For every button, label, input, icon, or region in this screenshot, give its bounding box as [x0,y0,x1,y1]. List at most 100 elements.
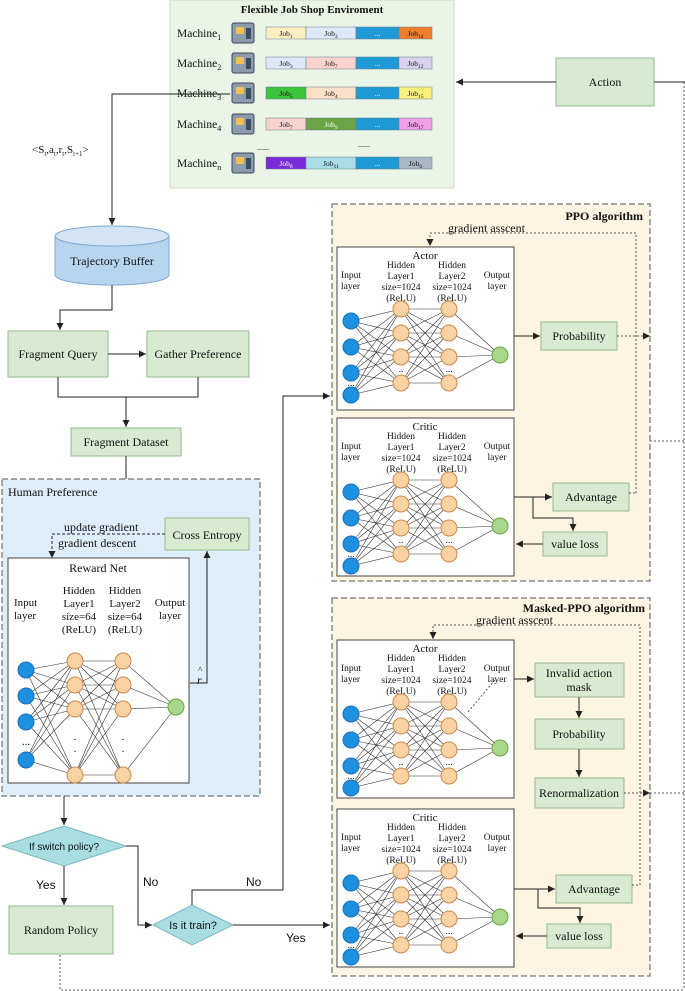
hidden1-label: (ReLU) [386,464,416,475]
ppo-probability-box [540,321,618,351]
masked-advantage-box [555,874,633,904]
hidden-node [66,652,84,670]
net-connection [25,660,76,697]
net-connection [350,701,402,767]
job-label: ... [375,29,381,38]
masked-critic-network: CriticInputlayerHiddenLayer1size=1024(Re… [341,812,511,966]
switch-no-arrow [126,845,152,929]
job-segment [398,86,433,100]
net-connection [350,479,402,567]
net-connection [400,918,450,946]
fragment-dataset-label: Fragment Dataset [84,435,170,449]
masked-probability-box [534,718,625,750]
job-label: Job7 [279,120,292,131]
hidden-node [440,348,458,366]
job-label: Job9 [324,120,337,131]
ppo-panel: PPO algorithm gradient asscent ActorInpu… [331,203,651,582]
net-connection [122,660,177,708]
net-connection [74,684,124,710]
ellipsis-mark: .. [399,365,404,375]
net-connection [350,894,402,910]
net-connection [350,320,402,334]
input-node [342,483,360,501]
net-connection [400,894,450,946]
ppo-value-loss-box [542,531,608,557]
machine-icon [231,152,255,174]
hidden-node [440,545,458,563]
hidden2-label: size=1024 [432,283,471,293]
masked-actor-box [336,639,515,799]
net-connection [350,725,402,741]
net-connection [350,491,402,505]
hidden2-label: (ReLU) [437,464,467,475]
net-connection [350,894,402,958]
gather-preference-label: Gather Preference [155,347,242,361]
reward-hidden2-label: size=64 [108,611,143,623]
net-connection [400,479,450,555]
ppo-critic-network: CriticInputlayerHiddenLayer1size=1024(Re… [341,421,511,575]
renormalization-box [534,777,625,809]
ppo-actor-network: ActorInputlayerHiddenLayer1size=1024(ReL… [341,250,511,404]
net-connection [350,870,402,884]
hidden-node [440,862,458,880]
hidden-node [392,519,410,537]
input-node [342,948,360,966]
train-diamond [151,904,235,946]
net-connection [400,308,450,384]
net-connection [350,479,402,545]
hidden-node [392,886,410,904]
hidden2-label: Hidden [438,261,466,271]
output-layer-label: layer [488,282,508,292]
ellipsis-mark: ... [347,550,354,560]
net-connection [400,503,450,555]
net-connection [448,747,501,777]
reward-hidden1-label: Layer1 [63,598,94,610]
input-node [342,509,360,527]
hidden-node [392,545,410,563]
net-connection [25,695,76,776]
machine-icon [231,22,255,44]
masked-probability-label: Probability [552,727,605,741]
net-connection [350,713,402,727]
net-connection [400,332,450,384]
job-segment [398,56,433,70]
job-label: Job7 [324,59,337,70]
input-layer-label: Input [341,442,361,452]
machine-label-3: Machine3 [177,88,221,102]
hidden-node [66,766,84,784]
random-policy-box [8,905,114,955]
net-connection [448,525,501,555]
random-policy-label: Random Policy [24,923,98,937]
invalid-mask-line1: Invalid action [546,666,612,680]
net-connection [74,660,124,776]
job-segment [398,156,433,170]
job-label: Job12 [408,59,424,70]
hidden-node [114,676,132,694]
net-connection [122,706,177,710]
reward-input-label: Input [14,597,37,609]
hidden-node [392,300,410,318]
hidden-node [440,374,458,392]
ellipsis-mark: . [122,743,125,755]
reward-hidden1-label: size=64 [62,611,97,623]
net-connection [350,918,402,958]
input-layer-label: layer [341,844,361,854]
net-connection [74,708,124,776]
hidden2-label: (ReLU) [437,855,467,866]
input-node [342,705,360,723]
net-connection [350,882,402,920]
net-connection [448,503,501,527]
gradient-descent-arrow [48,533,165,558]
net-connection [25,684,76,761]
renormalization-label: Renormalization [539,786,619,800]
hidden-node [392,324,410,342]
reward-output-label: layer [159,610,181,622]
hidden2-label: size=1024 [432,676,471,686]
ellipsis-mark: ... [445,536,452,546]
ppo-value-loss-label: value loss [551,537,599,551]
reward-output-label: Output [155,597,186,609]
job-label: Job3 [279,59,292,70]
input-node [342,874,360,892]
output-layer-label: Output [484,442,511,452]
